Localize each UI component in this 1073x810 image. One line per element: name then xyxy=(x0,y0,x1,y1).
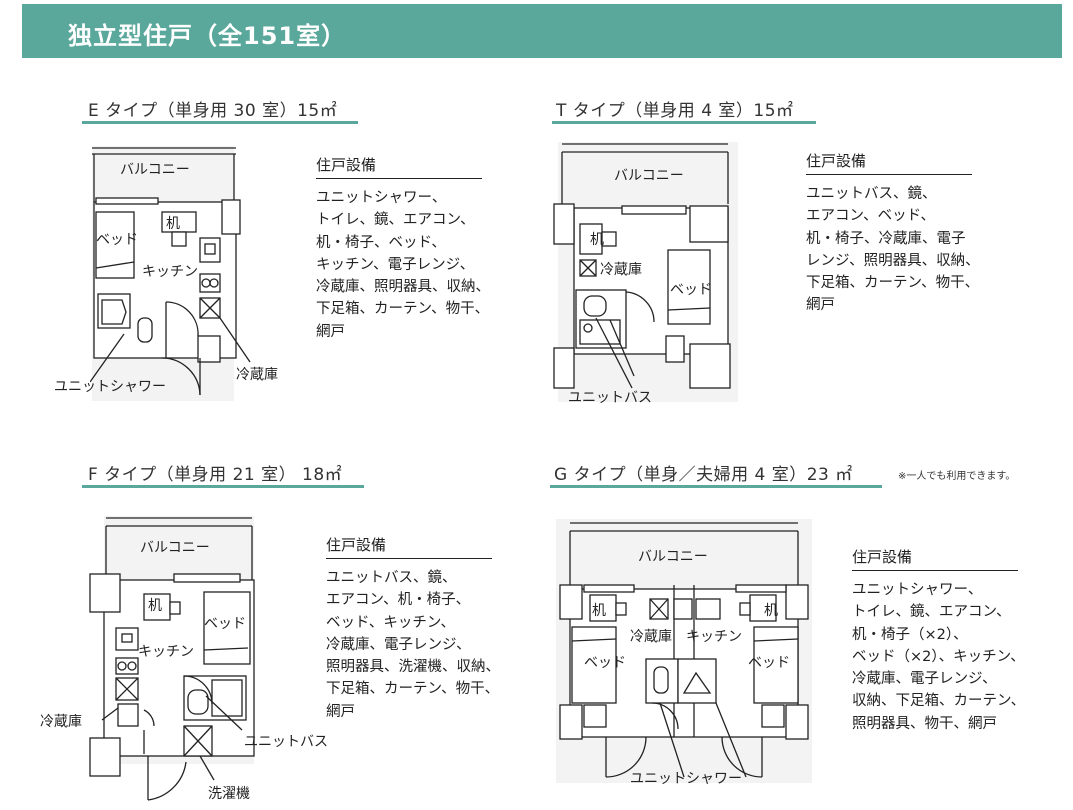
equipment-line: ユニットバス、鏡、 xyxy=(326,570,457,586)
type-g-floorplan: バルコニー 机 机 冷蔵庫 キッチン ベッド ベッド ユニットシャワー xyxy=(550,515,820,794)
type-g-label-bed-left: ベッド xyxy=(584,655,626,671)
equipment-line: 机・椅子、冷蔵庫、電子 xyxy=(806,230,966,247)
equipment-line: 下足箱、カーテン、物干、 xyxy=(326,681,500,698)
equipment-line: レンジ、照明器具、収納、 xyxy=(806,252,980,269)
type-t-label-balcony: バルコニー xyxy=(614,168,684,184)
equipment-line: 机・椅子、ベッド、 xyxy=(316,234,446,251)
equipment-line: 照明器具、洗濯機、収納、 xyxy=(326,659,500,676)
equipment-line: ベッド（×2）、キッチン、 xyxy=(852,648,1025,665)
type-f-floorplan: バルコニー 机 ベッド キッチン 冷蔵庫 ユニットバス 洗濯機 xyxy=(36,510,336,809)
type-t-equipment-title: 住戸設備 xyxy=(806,150,972,175)
equipment-line: ベッド、キッチン、 xyxy=(326,614,456,631)
equipment-line: トイレ、鏡、エアコン、 xyxy=(316,212,475,229)
type-t-label-bath: ユニットバス xyxy=(568,390,652,406)
type-e-label-fridge: 冷蔵庫 xyxy=(236,366,278,383)
type-g-label-desk-right: 机 xyxy=(764,603,778,619)
equipment-line: ユニットバス、鏡、 xyxy=(806,186,937,202)
type-e-heading: E タイプ（単身用 30 室）15㎡ xyxy=(88,101,338,121)
type-f-label-washer: 洗濯機 xyxy=(208,786,250,802)
type-t-heading: T タイプ（単身用 4 室）15㎡ xyxy=(556,101,794,121)
equipment-line: 冷蔵庫、照明器具、収納、 xyxy=(316,279,490,296)
equipment-line: 下足箱、カーテン、物干、 xyxy=(316,301,490,318)
type-e-label-balcony: バルコニー xyxy=(120,162,190,178)
type-t-label-desk: 机 xyxy=(590,232,604,248)
equipment-line: 網戸 xyxy=(326,703,355,720)
equipment-line: トイレ、鏡、エアコン、 xyxy=(852,604,1011,621)
type-g-label-balcony: バルコニー xyxy=(638,549,708,565)
type-g-underline xyxy=(550,485,882,488)
type-f-label-desk: 机 xyxy=(148,598,162,614)
equipment-line: キッチン、電子レンジ、 xyxy=(316,256,475,273)
type-g-label-bath: ユニットシャワー xyxy=(630,771,742,787)
type-g-equipment-title: 住戸設備 xyxy=(852,546,1018,571)
type-t-floorplan: バルコニー 机 冷蔵庫 ベッド ユニットバス xyxy=(550,140,750,414)
type-t-label-bed: ベッド xyxy=(670,282,712,298)
type-g-label-fridge: 冷蔵庫 xyxy=(630,628,672,645)
type-f-label-bath: ユニットバス xyxy=(244,734,328,750)
type-e-label-kitchen: キッチン xyxy=(142,264,198,280)
type-e-label-bed: ベッド xyxy=(96,232,138,248)
type-t-label-fridge: 冷蔵庫 xyxy=(600,261,642,278)
equipment-line: 下足箱、カーテン、物干、 xyxy=(806,275,980,292)
equipment-line: 机・椅子（×2）、 xyxy=(852,626,968,643)
type-g-label-kitchen: キッチン xyxy=(686,629,742,645)
equipment-line: エアコン、ベッド、 xyxy=(806,208,936,225)
type-g-label-desk-left: 机 xyxy=(592,603,606,619)
type-f-equipment-title: 住戸設備 xyxy=(326,534,492,559)
equipment-line: 網戸 xyxy=(316,323,345,340)
equipment-line: ユニットシャワー、 xyxy=(852,582,983,598)
equipment-line: エアコン、机・椅子、 xyxy=(326,592,471,609)
type-f-label-balcony: バルコニー xyxy=(140,540,210,556)
equipment-line: 冷蔵庫、電子レンジ、 xyxy=(852,671,997,688)
type-f-label-bed: ベッド xyxy=(204,616,246,632)
equipment-line: 収納、下足箱、カーテン、 xyxy=(852,693,1026,710)
type-e-equipment: 住戸設備 ユニットシャワー、 トイレ、鏡、エアコン、 机・椅子、ベッド、 キッチ… xyxy=(316,154,490,343)
equipment-line: 照明器具、物干、網戸 xyxy=(852,715,997,732)
type-e-label-bath: ユニットシャワー xyxy=(54,379,166,395)
type-g-label-bed-right: ベッド xyxy=(748,655,790,671)
type-t-equipment: 住戸設備 ユニットバス、鏡、 エアコン、ベッド、 机・椅子、冷蔵庫、電子 レンジ… xyxy=(806,150,980,317)
type-g-equipment: 住戸設備 ユニットシャワー、 トイレ、鏡、エアコン、 机・椅子（×2）、 ベッド… xyxy=(852,546,1026,735)
type-f-equipment: 住戸設備 ユニットバス、鏡、 エアコン、机・椅子、 ベッド、キッチン、 冷蔵庫、… xyxy=(326,534,500,723)
type-g-note: ※一人でも利用できます。 xyxy=(898,471,1016,482)
type-e-equipment-title: 住戸設備 xyxy=(316,154,482,179)
equipment-line: 網戸 xyxy=(806,297,835,314)
equipment-line: 冷蔵庫、電子レンジ、 xyxy=(326,636,471,653)
type-e-label-desk: 机 xyxy=(166,216,180,232)
type-e-underline xyxy=(82,121,358,124)
type-t-underline xyxy=(552,121,816,124)
equipment-line: ユニットシャワー、 xyxy=(316,190,447,206)
type-f-heading: F タイプ（単身用 21 室） 18㎡ xyxy=(88,465,343,485)
type-f-underline xyxy=(82,485,364,488)
section-banner: 独立型住戸（全151室） xyxy=(22,4,1062,58)
type-f-label-fridge: 冷蔵庫 xyxy=(40,713,82,730)
type-e-floorplan: バルコニー 机 ベッド キッチン 冷蔵庫 ユニットシャワー xyxy=(50,140,290,414)
section-title: 独立型住戸（全151室） xyxy=(68,22,347,50)
type-f-label-kitchen: キッチン xyxy=(138,644,194,660)
type-g-heading: G タイプ（単身／夫婦用 4 室）23 ㎡ xyxy=(554,465,853,485)
